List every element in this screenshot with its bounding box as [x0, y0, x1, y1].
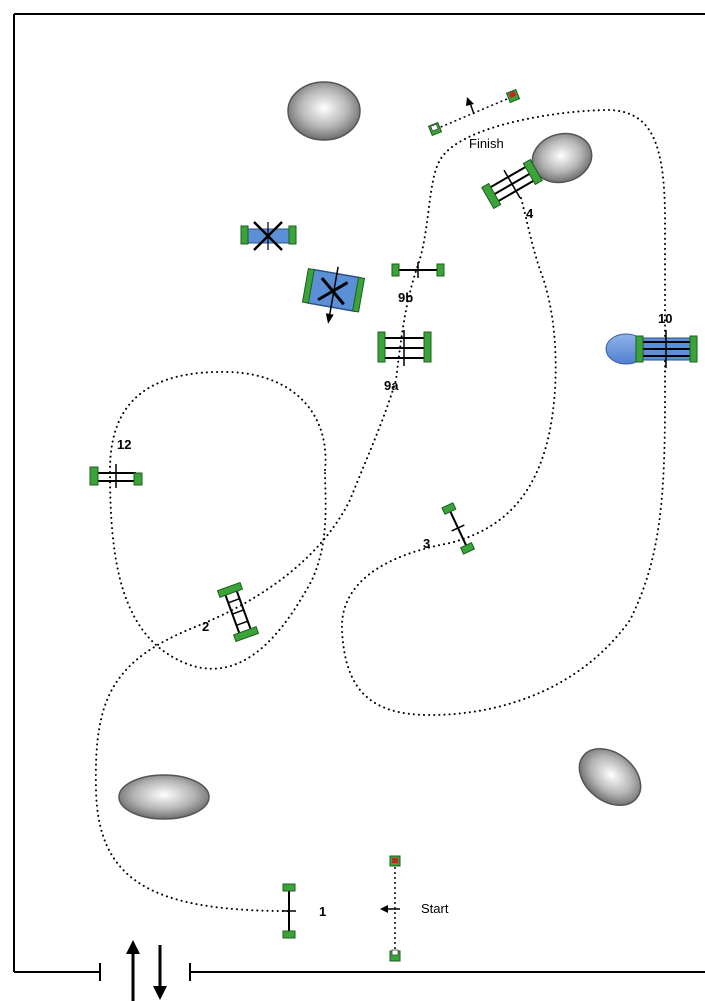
- course-track-loop: [108, 370, 327, 670]
- rock-bottom-left: [118, 774, 210, 820]
- arrow-down-icon: [153, 945, 167, 1000]
- obstacle-9b-label: 9b: [398, 290, 413, 305]
- start-label: Start: [421, 901, 449, 916]
- obstacle-4-label: 4: [526, 206, 534, 221]
- crossed-obstacle-top: [240, 221, 297, 251]
- obstacle-2: [216, 581, 260, 643]
- obstacle-9b: [391, 262, 445, 278]
- obstacle-10: [605, 330, 698, 368]
- arrow-up-icon: [126, 940, 140, 1001]
- obstacle-3: [441, 502, 476, 555]
- finish-label: Finish: [469, 136, 504, 151]
- obstacle-9a: [377, 330, 432, 366]
- arena-border: [13, 13, 705, 981]
- decor-objects: [118, 81, 642, 820]
- obstacle-1: [282, 883, 296, 939]
- obstacle-10-label: 10: [658, 311, 672, 326]
- obstacle-9a-label: 9a: [384, 378, 399, 393]
- crossed-obstacle-water: [301, 266, 366, 324]
- obstacle-1-label: 1: [319, 904, 326, 919]
- arrow-left-icon: [380, 905, 400, 913]
- rock-top: [287, 81, 361, 141]
- rock-bottom-right: [578, 748, 642, 806]
- obstacle-12: [89, 464, 143, 488]
- obstacle-12-label: 12: [117, 437, 131, 452]
- obstacle-3-label: 3: [423, 536, 430, 551]
- obstacle-2-label: 2: [202, 619, 209, 634]
- obstacle-4: [481, 158, 543, 210]
- finish-line: [427, 88, 521, 137]
